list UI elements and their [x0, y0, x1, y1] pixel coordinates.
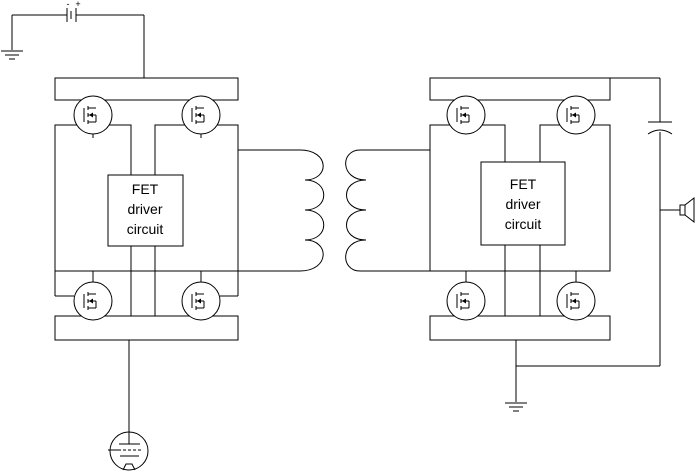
driver-label-line2: driver — [127, 201, 162, 217]
driver-label-line1: FET — [510, 176, 537, 192]
battery-wiring — [11, 14, 145, 78]
speaker-icon — [679, 196, 695, 224]
mosfet-icon — [556, 95, 596, 135]
mosfet-icon — [556, 281, 596, 321]
mosfet-icon — [181, 281, 221, 321]
svg-text:-: - — [67, 0, 70, 9]
driver-label-line1: FET — [132, 181, 159, 197]
driver-label-line3: circuit — [127, 221, 164, 237]
battery-icon: - + — [66, 0, 81, 22]
driver-label-line3: circuit — [505, 216, 542, 232]
mosfet-icon — [73, 95, 113, 135]
vacuum-tube-icon — [108, 431, 149, 471]
mosfet-icon — [446, 95, 486, 135]
transformer-icon — [299, 149, 367, 272]
fet-driver-circuit-right: FET driver circuit — [480, 161, 566, 246]
driver-label-line2: driver — [505, 196, 540, 212]
mosfet-icon — [73, 281, 113, 321]
svg-text:+: + — [75, 0, 80, 9]
capacitor-icon — [647, 121, 673, 135]
ground-icon — [504, 402, 528, 412]
fet-driver-circuit-left: FET driver circuit — [107, 174, 184, 247]
ground-icon — [0, 50, 24, 60]
mosfet-icon — [446, 281, 486, 321]
mosfet-icon — [181, 95, 221, 135]
